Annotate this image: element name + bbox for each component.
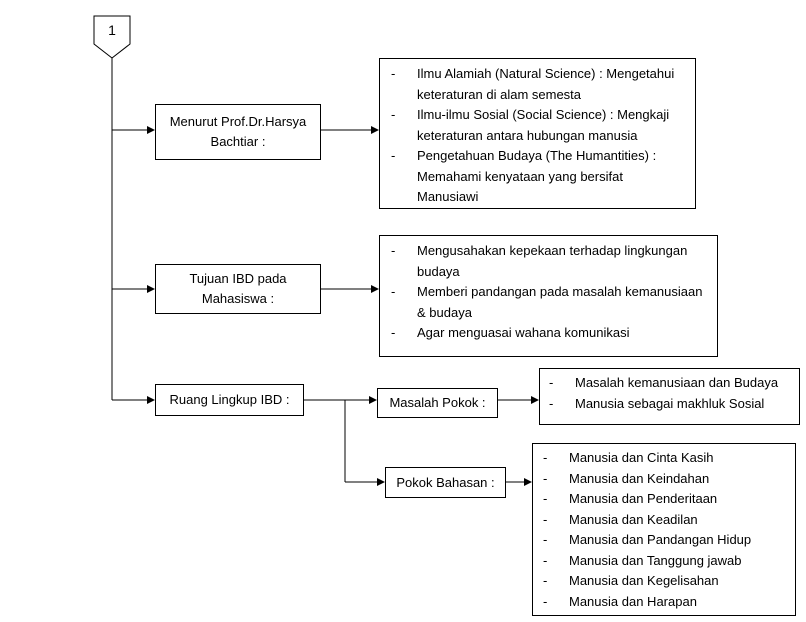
masalah-pokok-list-box: - Masalah kemanusiaan dan Budaya - Manusia… [539,368,800,425]
bullet-dash: - [543,511,548,527]
bullet-dash: - [391,148,396,163]
list-item: - Manusia sebagai makhluk Sosial [549,394,793,415]
ruang-lingkup-node-label: Ruang Lingkup IBD : [169,392,290,407]
bullet-dash: - [543,450,548,465]
bullet-dash: - [543,532,548,547]
list-item-text: Memberi pandangan pada masalah kemanusia… [417,284,703,320]
list-item-text: Mengusahakan kepekaan terhadap lingkunga… [417,243,688,279]
pokok-bahasan-list-box: - Manusia dan Cinta Kasih - Manusia dan Ke… [532,443,796,616]
bullet-dash: - [543,470,548,486]
list-item-text: Manusia dan Cinta Kasih [569,450,714,465]
list-item: - Manusia dan Harapan [543,592,789,613]
list-item: - Manusia dan Pandangan Hidup [543,530,789,551]
list-item-text: Manusia dan Penderitaan [569,491,718,506]
list-item: - Ilmu Alamiah (Natural Science) : Menget… [391,64,687,105]
list-item: - Manusia dan Keindahan [543,469,789,490]
bullet-dash: - [391,243,396,258]
list-item: - Ilmu-ilmu Sosial (Social Science) : Men… [391,105,687,146]
list-item: - Manusia dan Penderitaan [543,489,789,510]
bullet-dash: - [543,552,548,568]
list-item-text: Manusia sebagai makhluk Sosial [575,395,765,411]
list-item: - Manusia dan Kegelisahan [543,571,789,592]
list-item: - Manusia dan Tanggung jawab [543,551,789,572]
list-item-text: Manusia dan Pandangan Hidup [569,532,752,547]
page-connector-badge [93,15,131,59]
ruang-lingkup-node: Ruang Lingkup IBD : [155,384,304,416]
pokok-bahasan-node: Pokok Bahasan : [385,467,506,498]
list-item: - Agar menguasai wahana komunikasi [391,323,709,344]
masalah-pokok-list: - Masalah kemanusiaan dan Budaya - Manusia… [549,373,793,415]
list-item-text: Manusia dan Keindahan [569,470,710,486]
tujuan-list-box: - Mengusahakan kepekaan terhadap lingkung… [379,235,718,357]
list-item: - Manusia dan Keadilan [543,510,789,531]
harsya-list: - Ilmu Alamiah (Natural Science) : Menget… [391,64,687,208]
list-item: - Mengusahakan kepekaan terhadap lingkung… [391,241,709,282]
pokok-bahasan-node-label: Pokok Bahasan : [396,474,495,490]
list-item: - Masalah kemanusiaan dan Budaya [549,373,793,394]
tujuan-list: - Mengusahakan kepekaan terhadap lingkung… [391,241,709,344]
bullet-dash: - [543,573,548,588]
tujuan-node: Tujuan IBD pada Mahasiswa : [155,264,321,314]
tujuan-node-label: Tujuan IBD pada Mahasiswa : [189,271,287,306]
masalah-pokok-node-label: Masalah Pokok : [389,395,486,410]
bullet-dash: - [549,375,554,390]
list-item-text: Pengetahuan Budaya (The Humantities) : M… [417,148,657,204]
bullet-dash: - [543,491,548,506]
list-item: - Pengetahuan Budaya (The Humantities) : … [391,146,687,208]
list-item-text: Manusia dan Keadilan [569,511,698,527]
list-item-text: Manusia dan Harapan [569,593,697,609]
harsya-node-label: Menurut Prof.Dr.Harsya Bachtiar : [169,114,307,149]
list-item: - Memberi pandangan pada masalah kemanusi… [391,282,709,323]
page-number-label: 1 [108,22,116,38]
list-item-text: Masalah kemanusiaan dan Budaya [575,375,779,390]
list-item: - Manusia dan Cinta Kasih [543,448,789,469]
list-item-text: Agar menguasai wahana komunikasi [417,325,630,340]
list-item-text: Manusia dan Tanggung jawab [569,552,742,568]
bullet-dash: - [391,66,396,81]
harsya-list-box: - Ilmu Alamiah (Natural Science) : Menget… [379,58,696,209]
list-item-text: Ilmu-ilmu Sosial (Social Science) : Meng… [417,107,670,143]
bullet-dash: - [391,284,396,299]
harsya-node: Menurut Prof.Dr.Harsya Bachtiar : [155,104,321,160]
bullet-dash: - [391,325,396,340]
bullet-dash: - [543,593,548,609]
masalah-pokok-node: Masalah Pokok : [377,388,498,418]
list-item-text: Manusia dan Kegelisahan [569,573,719,588]
list-item-text: Ilmu Alamiah (Natural Science) : Mengeta… [417,66,675,102]
bullet-dash: - [549,395,554,411]
pokok-bahasan-list: - Manusia dan Cinta Kasih - Manusia dan Ke… [543,448,789,613]
bullet-dash: - [391,107,396,122]
